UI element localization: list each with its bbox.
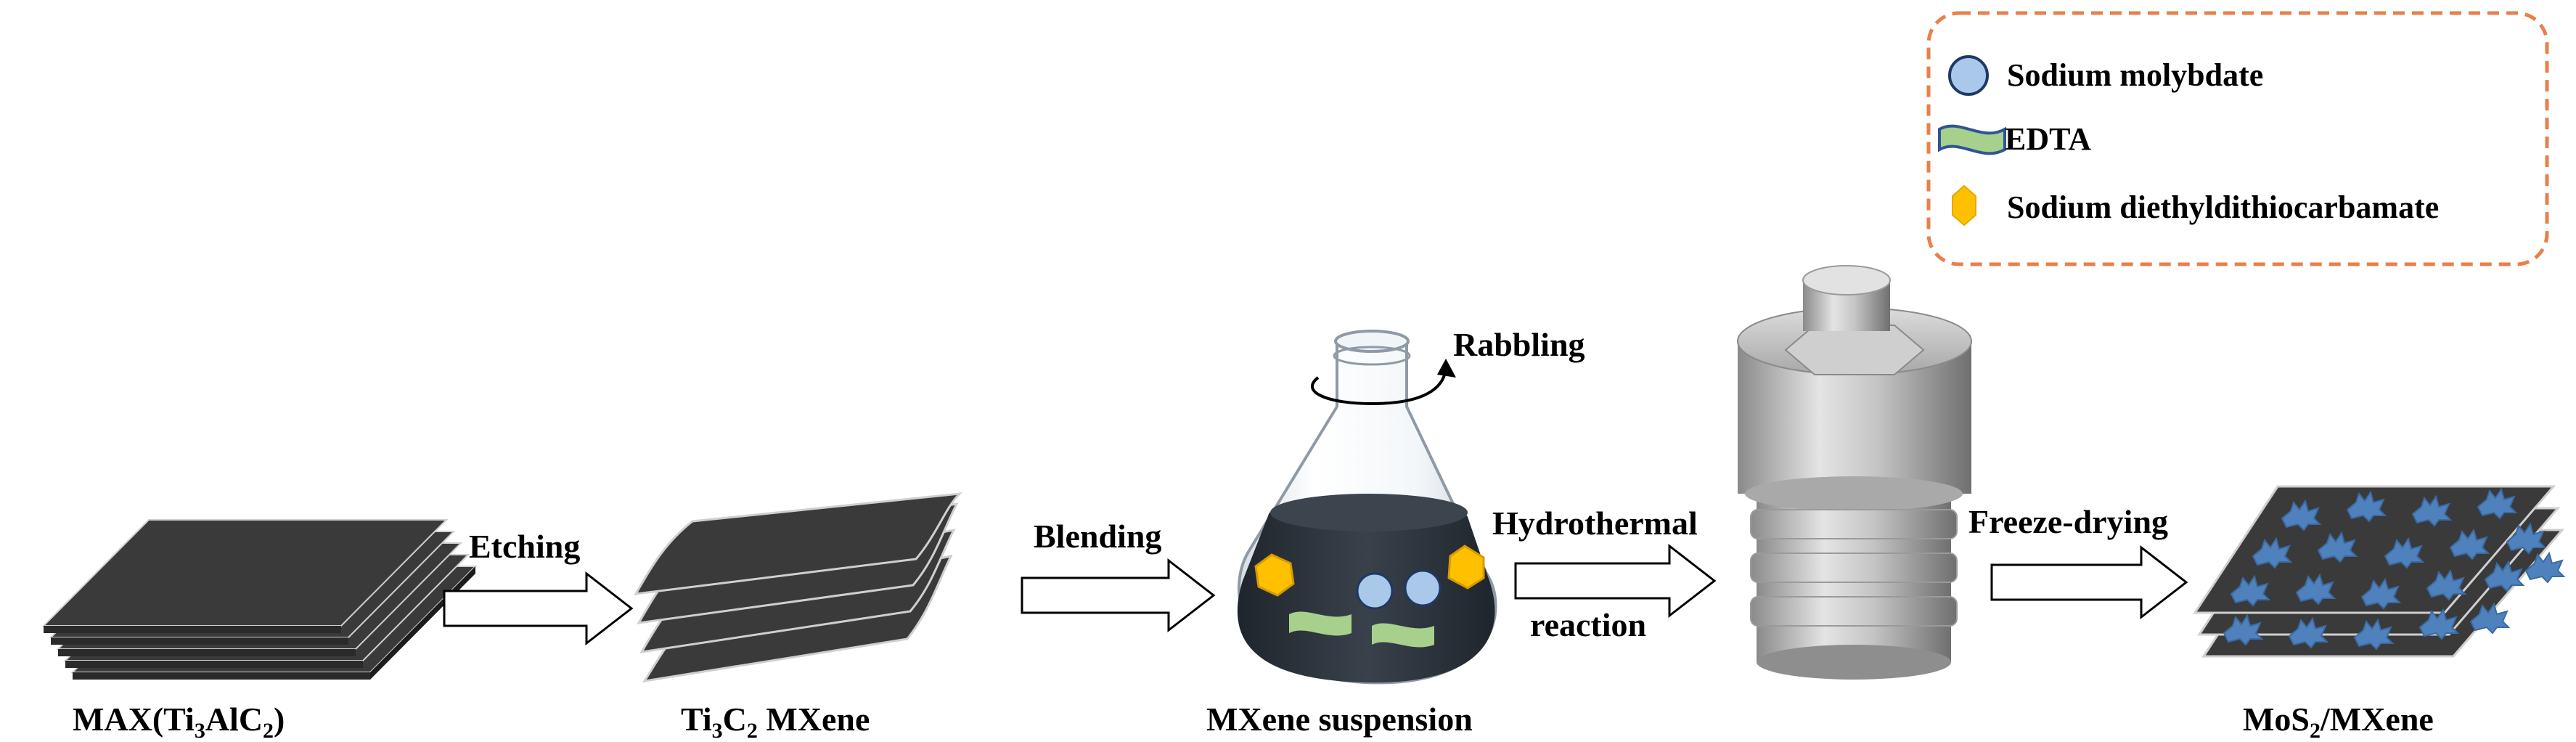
arrow-etching (443, 571, 634, 646)
green-ribbon-icon (1938, 124, 2006, 155)
legend-frame (1926, 11, 2549, 266)
dtc-hexagon-2 (1447, 545, 1485, 590)
step-label-freeze-drying: Freeze-drying (1968, 503, 2168, 540)
erlenmeyer-flask (1237, 330, 1497, 685)
legend-label-sodium-dtc: Sodium diethyldithiocarbamate (2007, 189, 2439, 225)
edta-ribbon-2 (1372, 623, 1434, 648)
mos2-mxene-product (2193, 485, 2565, 658)
arrow-blending (1021, 558, 1216, 633)
dtc-hexagon-1 (1254, 553, 1295, 597)
arrow-freeze-drying (1990, 545, 2188, 620)
blue-circle-icon (1948, 55, 1989, 96)
ti3c2-mxene-sheets (634, 492, 963, 683)
edta-ribbon-1 (1289, 611, 1352, 636)
hydrothermal-autoclave (1737, 265, 1972, 680)
step-label-etching: Etching (469, 528, 580, 565)
legend: Sodium molybdate EDTA Sodium diethyldith… (1926, 11, 2549, 266)
autoclave-rings (1750, 509, 1958, 627)
step-label-blending: Blending (1034, 518, 1161, 555)
legend-label-sodium-molybdate: Sodium molybdate (2007, 57, 2263, 93)
stirring-arrow (1311, 367, 1447, 406)
orange-hexagon-icon (1952, 184, 1976, 227)
stirring-label: Rabbling (1453, 326, 1585, 363)
mos2-mxene-label: MoS2/MXene (2243, 701, 2434, 742)
max-phase-label: MAX(Ti3AlC2) (73, 701, 285, 742)
step-label-hydrothermal: Hydrothermal (1492, 505, 1698, 542)
molybdate-circle-2 (1404, 569, 1442, 607)
arrow-hydrothermal (1514, 543, 1717, 619)
max-phase-stack (41, 519, 478, 680)
legend-label-edta: EDTA (2005, 121, 2091, 157)
ti3c2-mxene-label: Ti3C2 MXene (681, 701, 870, 742)
mxene-suspension-label: MXene suspension (1206, 701, 1473, 738)
molybdate-circle-1 (1356, 572, 1394, 610)
step-label-reaction: reaction (1530, 606, 1646, 643)
